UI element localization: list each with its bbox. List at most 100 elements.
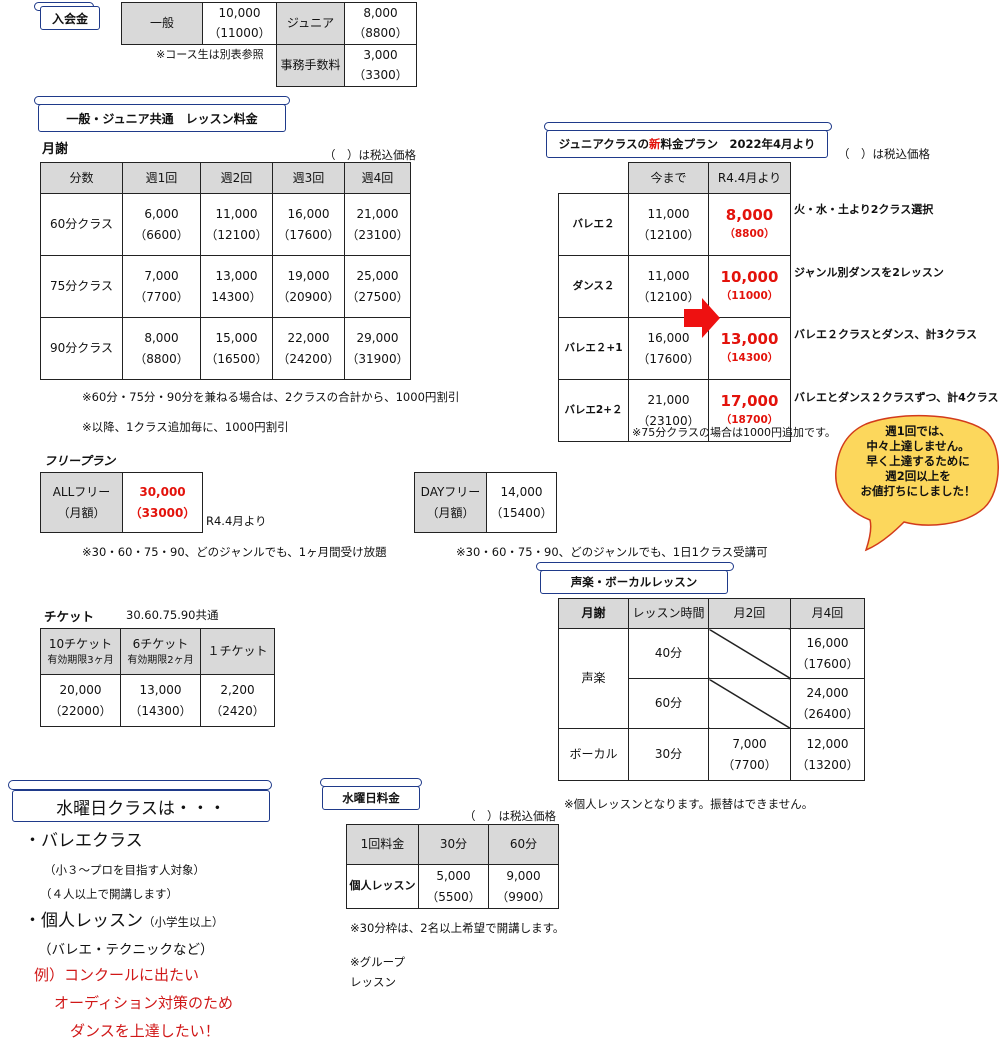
row-label: 90分クラス (40, 317, 123, 380)
lesson-time: 30分 (628, 728, 709, 781)
table-row: 20,000（22000） 13,000（14300） 2,200（2420） (40, 674, 275, 727)
old-price: 16,000（17600） (628, 317, 709, 380)
price-cell: 16,000（17600） (272, 193, 345, 256)
common-banner-text: 一般・ジュニア共通 レッスン料金 (66, 111, 258, 126)
price-cell: 8,000（8800） (122, 317, 201, 380)
table-row: ダンス２ 11,000（12100） 10,000（11000） (558, 255, 791, 318)
vocal-table: 月謝 レッスン時間 月2回 月4回 声楽 40分 16,000（17600） 6… (558, 598, 865, 781)
new-price: 13,000（14300） (708, 317, 791, 380)
entry-fee-price: 3,000（3300） (344, 43, 417, 87)
price-cell: 5,000（5500） (418, 864, 489, 909)
not-available-cell (708, 628, 791, 679)
seigaku-label: 声楽 (558, 628, 629, 729)
entry-banner: 入会金 (40, 6, 100, 30)
wednesday-example-3: ダンスを上達したい！ (70, 1022, 220, 1040)
common-note-1: ※60分・75分・90分を兼ねる場合は、2クラスの合計から、1000円割引 (82, 390, 460, 404)
red-arrow-icon (684, 298, 720, 338)
junior-desc-1: 火・水・土より2クラス選択 (794, 203, 934, 216)
wednesday-banner: 水曜日クラスは・・・ (12, 790, 270, 822)
day-free-price: 14,000（15400） (486, 472, 557, 533)
table-row: バレエ2+２ 21,000（23100） 17,000（18700） (558, 379, 791, 442)
old-price: 21,000（23100） (628, 379, 709, 442)
col-before: 今まで (628, 162, 709, 194)
price-cell: 24,000（26400） (790, 678, 865, 729)
price-cell: 19,000（20900） (272, 255, 345, 318)
col-header: 1回料金 (346, 824, 419, 865)
wed-fee-note-2: ※グループ (350, 955, 405, 969)
price-cell: 29,000（31900） (344, 317, 411, 380)
wed-fee-banner-text: 水曜日料金 (342, 791, 400, 805)
col-header: 月4回 (790, 598, 865, 629)
free-heading: フリープラン (44, 454, 116, 468)
row-label: 75分クラス (40, 255, 123, 318)
row-label: バレエ2+２ (558, 379, 629, 442)
col-header: レッスン時間 (628, 598, 709, 629)
price-cell: 7,000（7700） (122, 255, 201, 318)
price-cell: 25,000（27500） (344, 255, 411, 318)
col-header: 週1回 (122, 162, 201, 194)
vocal-banner-text: 声楽・ボーカルレッスン (570, 575, 698, 589)
row-label: ダンス２ (558, 255, 629, 318)
col-header: 週2回 (200, 162, 273, 194)
price-cell: 21,000（23100） (344, 193, 411, 256)
empty-corner (558, 162, 629, 194)
new-price: 8,000（8800） (708, 193, 791, 256)
price-cell: 11,000（12100） (200, 193, 273, 256)
entry-banner-text: 入会金 (51, 11, 88, 26)
wednesday-ballet: ・バレエクラス (24, 831, 143, 851)
old-price: 11,000（12100） (628, 193, 709, 256)
price-cell: 6,000（6600） (122, 193, 201, 256)
junior-desc-2: ジャンル別ダンスを2レッスン (794, 266, 944, 279)
vocal-label: ボーカル (558, 728, 629, 781)
entry-junior-label: ジュニア (276, 2, 345, 45)
junior-tax-note: （ ）は税込価格 (838, 147, 930, 161)
row-label: バレエ２ (558, 193, 629, 256)
col-header: 分数 (40, 162, 123, 194)
common-banner: 一般・ジュニア共通 レッスン料金 (38, 104, 286, 132)
ticket-header: １チケット (200, 628, 275, 675)
col-header: 30分 (418, 824, 489, 865)
price-cell: 9,000（9900） (488, 864, 559, 909)
price-cell: 20,000（22000） (40, 674, 121, 727)
col-header: 週4回 (344, 162, 411, 194)
price-cell: 2,200（2420） (200, 674, 275, 727)
row-label: バレエ２+1 (558, 317, 629, 380)
common-tax-note: （ ）は税込価格 (324, 148, 416, 162)
junior-banner: ジュニアクラスの新料金プラン 2022年4月より (546, 130, 828, 158)
price-cell: 16,000（17600） (790, 628, 865, 679)
price-cell: 13,000（14300） (120, 674, 201, 727)
entry-empty-cell (202, 43, 277, 87)
col-header: 60分 (488, 824, 559, 865)
wed-fee-note-3: レッスン (350, 975, 396, 989)
entry-general-price: 10,000（11000） (202, 2, 277, 45)
col-header: 月謝 (558, 598, 629, 629)
all-free-price: 30,000（33000） (122, 472, 203, 533)
table-row: バレエ２ 11,000（12100） 8,000（8800） (558, 193, 791, 256)
wed-fee-banner: 水曜日料金 (322, 786, 420, 810)
row-label: 60分クラス (40, 193, 123, 256)
not-available-cell (708, 678, 791, 729)
wednesday-example-2: オーディション対策のため (54, 994, 233, 1012)
wednesday-ballet-target: （小３～プロを目指す人対象） (44, 863, 205, 877)
col-after: R4.4月より (708, 162, 791, 194)
junior-desc-4: バレエとダンス２クラスずつ、計4クラス (794, 391, 999, 404)
wed-fee-tax-note: （ ）は税込価格 (464, 809, 556, 823)
ticket-header: 6チケット有効期限2ヶ月 (120, 628, 201, 675)
new-price: 17,000（18700） (708, 379, 791, 442)
day-free-note: ※30・60・75・90、どのジャンルでも、1日1クラス受講可 (456, 545, 768, 559)
table-row: ボーカル 30分 7,000（7700） 12,000（13200） (558, 728, 865, 781)
table-row: 個人レッスン 5,000（5500） 9,000（9900） (346, 864, 559, 909)
entry-fee-table: 一般 10,000（11000） ジュニア 8,000（8800） 事務手数料 … (121, 2, 417, 87)
ticket-header: 10チケット有効期限3ヶ月 (40, 628, 121, 675)
ticket-heading: チケット (44, 609, 95, 624)
price-cell: 15,000（16500） (200, 317, 273, 380)
junior-desc-3: バレエ２クラスとダンス、計3クラス (794, 328, 977, 341)
common-lesson-table: 分数 週1回 週2回 週3回 週4回 60分クラス 6,000（6600） 11… (40, 162, 411, 380)
entry-empty-cell (121, 43, 203, 87)
entry-junior-price: 8,000（8800） (344, 2, 417, 45)
table-row: 60分 24,000（26400） (559, 678, 865, 729)
price-cell: 12,000（13200） (790, 728, 865, 781)
common-note-2: ※以降、1クラス追加毎に、1000円割引 (82, 420, 289, 434)
day-free-table: DAYフリー（月額） 14,000（15400） (414, 472, 557, 533)
